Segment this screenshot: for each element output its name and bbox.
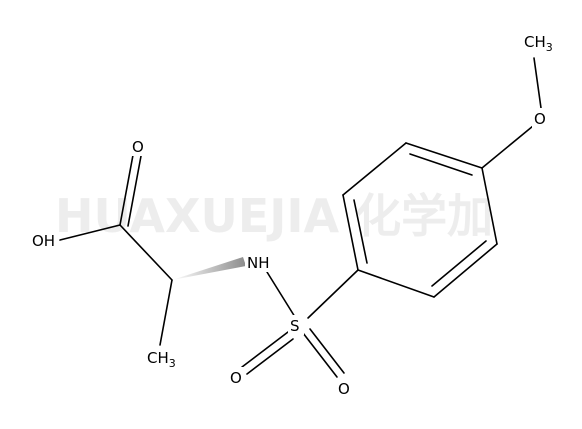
atom-label-methyl-bottom: CH3 xyxy=(147,349,176,370)
atom-label-sulfur: S xyxy=(290,317,300,335)
atom-label-nh: NH xyxy=(247,254,270,272)
atom-label-carbonyl-o: O xyxy=(132,138,144,156)
bond-calpha-ch3 xyxy=(159,279,173,346)
ring-bond-5-inner xyxy=(431,240,487,287)
bond-s-o1-b xyxy=(246,338,294,375)
watermark: HUAXUEJIA 化学加 xyxy=(55,189,493,243)
atom-label-methoxy-o: O xyxy=(534,110,546,128)
bond-s-o2-b xyxy=(309,328,345,374)
ring-bond-1 xyxy=(342,194,359,271)
atom-label-sulfonyl-o-left: O xyxy=(230,369,242,387)
ring-bond-1-inner xyxy=(353,199,368,264)
bond-c-o-double-1 xyxy=(119,154,134,226)
stereo-wedge-bond xyxy=(172,257,246,280)
bond-c-calpha xyxy=(119,224,173,281)
ring-bond-2 xyxy=(342,142,407,196)
bond-o-ch3 xyxy=(533,57,542,109)
ring-bond-4 xyxy=(481,167,498,245)
ring-bond-3 xyxy=(405,142,483,169)
atom-label-sulfonyl-o-right: O xyxy=(338,380,350,398)
bond-ring-o xyxy=(481,125,534,169)
atom-label-methyl-top: CH3 xyxy=(524,33,553,54)
bond-s-o1-a xyxy=(241,331,289,368)
bond-s-ring xyxy=(307,269,359,319)
bond-s-o2-a xyxy=(302,332,338,378)
atom-labels: OH O NH S O O CH3 O CH3 xyxy=(30,33,553,398)
ring-bond-5 xyxy=(433,243,498,298)
bond-c-o-double-2 xyxy=(127,155,142,227)
ring-bond-3-inner xyxy=(409,153,473,176)
bond-n-s xyxy=(266,271,296,318)
bonds xyxy=(59,57,542,378)
atom-label-oh: OH xyxy=(32,232,55,250)
bond-c-oh xyxy=(59,224,121,241)
ring-bond-6 xyxy=(357,269,435,298)
